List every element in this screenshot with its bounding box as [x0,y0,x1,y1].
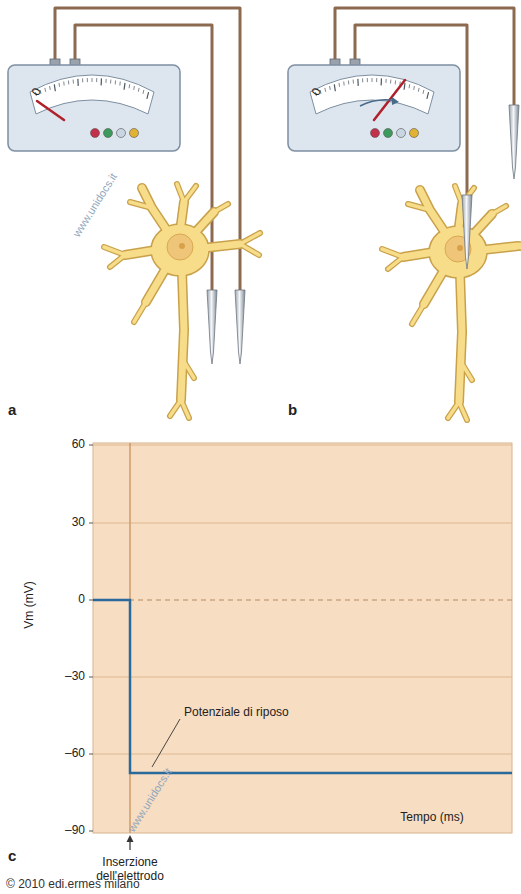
zero-line [93,600,512,601]
dial-tick [123,83,125,90]
dial-tick [119,82,120,86]
dial-tick [105,79,106,83]
panel-a [8,8,260,418]
dial-zero: 0 [29,86,44,98]
dial-tick [49,86,51,90]
dial-tick [427,92,429,99]
dial-tick [390,80,391,84]
voltmeter [288,59,460,151]
dial-tick [96,78,97,82]
dial-tick [413,86,415,90]
dial-tick [92,78,93,82]
copyright: © 2010 edi.ermes milano [6,878,140,892]
dial-tick [376,78,377,82]
chart [89,443,512,850]
dial-ticks [315,78,428,99]
tick-label: 0 [78,593,85,607]
dial-tick [129,84,131,88]
dial-tick [142,90,144,94]
dial-tick [367,78,368,82]
wire [355,25,467,195]
dial-tick [68,80,69,84]
dial-tick [324,88,326,92]
tick-label: –60 [65,747,85,761]
dial-tick [82,78,83,82]
tick-label: 60 [72,438,85,452]
dial-zero: 0 [309,86,324,98]
axis-title: Vm (mV) [23,581,37,628]
electrode [207,290,217,364]
dial-tick [418,88,420,92]
dial-tick [87,78,88,82]
dial-tick [381,78,382,85]
insertion-arrowhead [127,835,134,842]
dial-tick [54,84,55,91]
electrode [462,195,472,269]
electrode [509,105,519,179]
voltmeter [8,59,180,151]
dial-tick [403,83,405,90]
axis-ticks [89,445,93,831]
neuron [104,184,260,418]
dial-tick [348,80,349,84]
dial-tick [422,90,424,94]
dial-tick [44,88,46,92]
dial-tick [63,82,64,86]
electrode [235,290,245,364]
dial-tick [110,80,111,84]
dial-tick [343,82,344,86]
callout-label: Potenziale di riposo [184,706,289,720]
dial-tick [133,86,135,90]
dial-tick [357,79,359,86]
needle [37,101,64,120]
deflection-arrowhead [392,97,399,105]
dial-tick [353,80,354,84]
watermark: www.unidocs.it [125,766,174,834]
dial-tick [372,78,373,82]
panel-letter: b [288,401,297,418]
plot-area [93,443,512,833]
gridlines [93,445,512,754]
dial-tick [329,86,331,90]
wire [335,8,514,105]
leader-line [152,719,180,767]
dial-tick [147,92,149,99]
dial-tick [339,83,341,87]
dial-tick [334,84,335,91]
dial-tick [59,83,61,87]
voltage-trace [93,600,512,773]
panel-b [288,8,521,420]
dial-tick [395,80,396,84]
tick-label: 30 [72,516,85,530]
panel-letter: c [8,847,16,864]
panel-letter: a [8,401,16,418]
tick-label: –90 [65,824,85,838]
dial-tick [385,79,386,83]
axis-title: Tempo (ms) [400,811,463,825]
dial-tick [138,88,140,92]
neuron [382,186,521,420]
dial-tick [115,80,116,84]
dial-tick [73,80,74,84]
dial-ticks [35,78,148,99]
deflection-arrow [360,100,396,106]
dial-tick [101,78,102,85]
dial-tick [409,84,411,88]
dial-tick [362,78,363,82]
tick-label: –30 [65,670,85,684]
watermark: www.unidocs.it [70,171,119,239]
dial-tick [77,79,79,86]
